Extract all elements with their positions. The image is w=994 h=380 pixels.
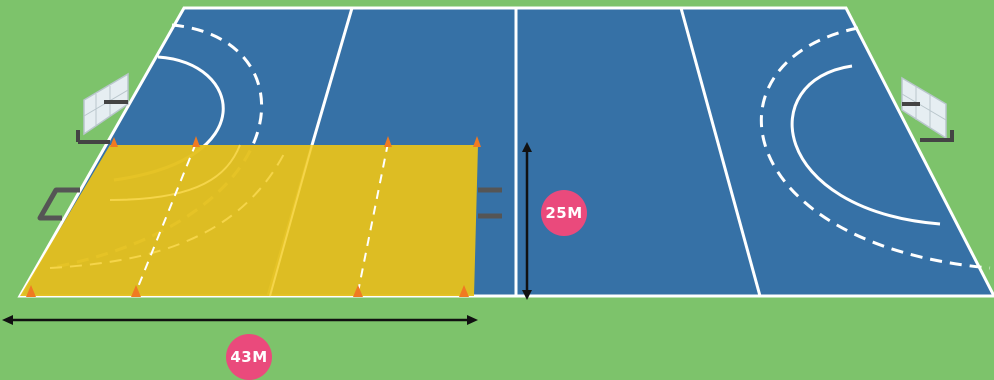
length-badge: 43M (226, 334, 272, 380)
length-label: 43M (230, 348, 267, 366)
width-badge: 25M (541, 190, 587, 236)
width-label: 25M (545, 204, 582, 222)
